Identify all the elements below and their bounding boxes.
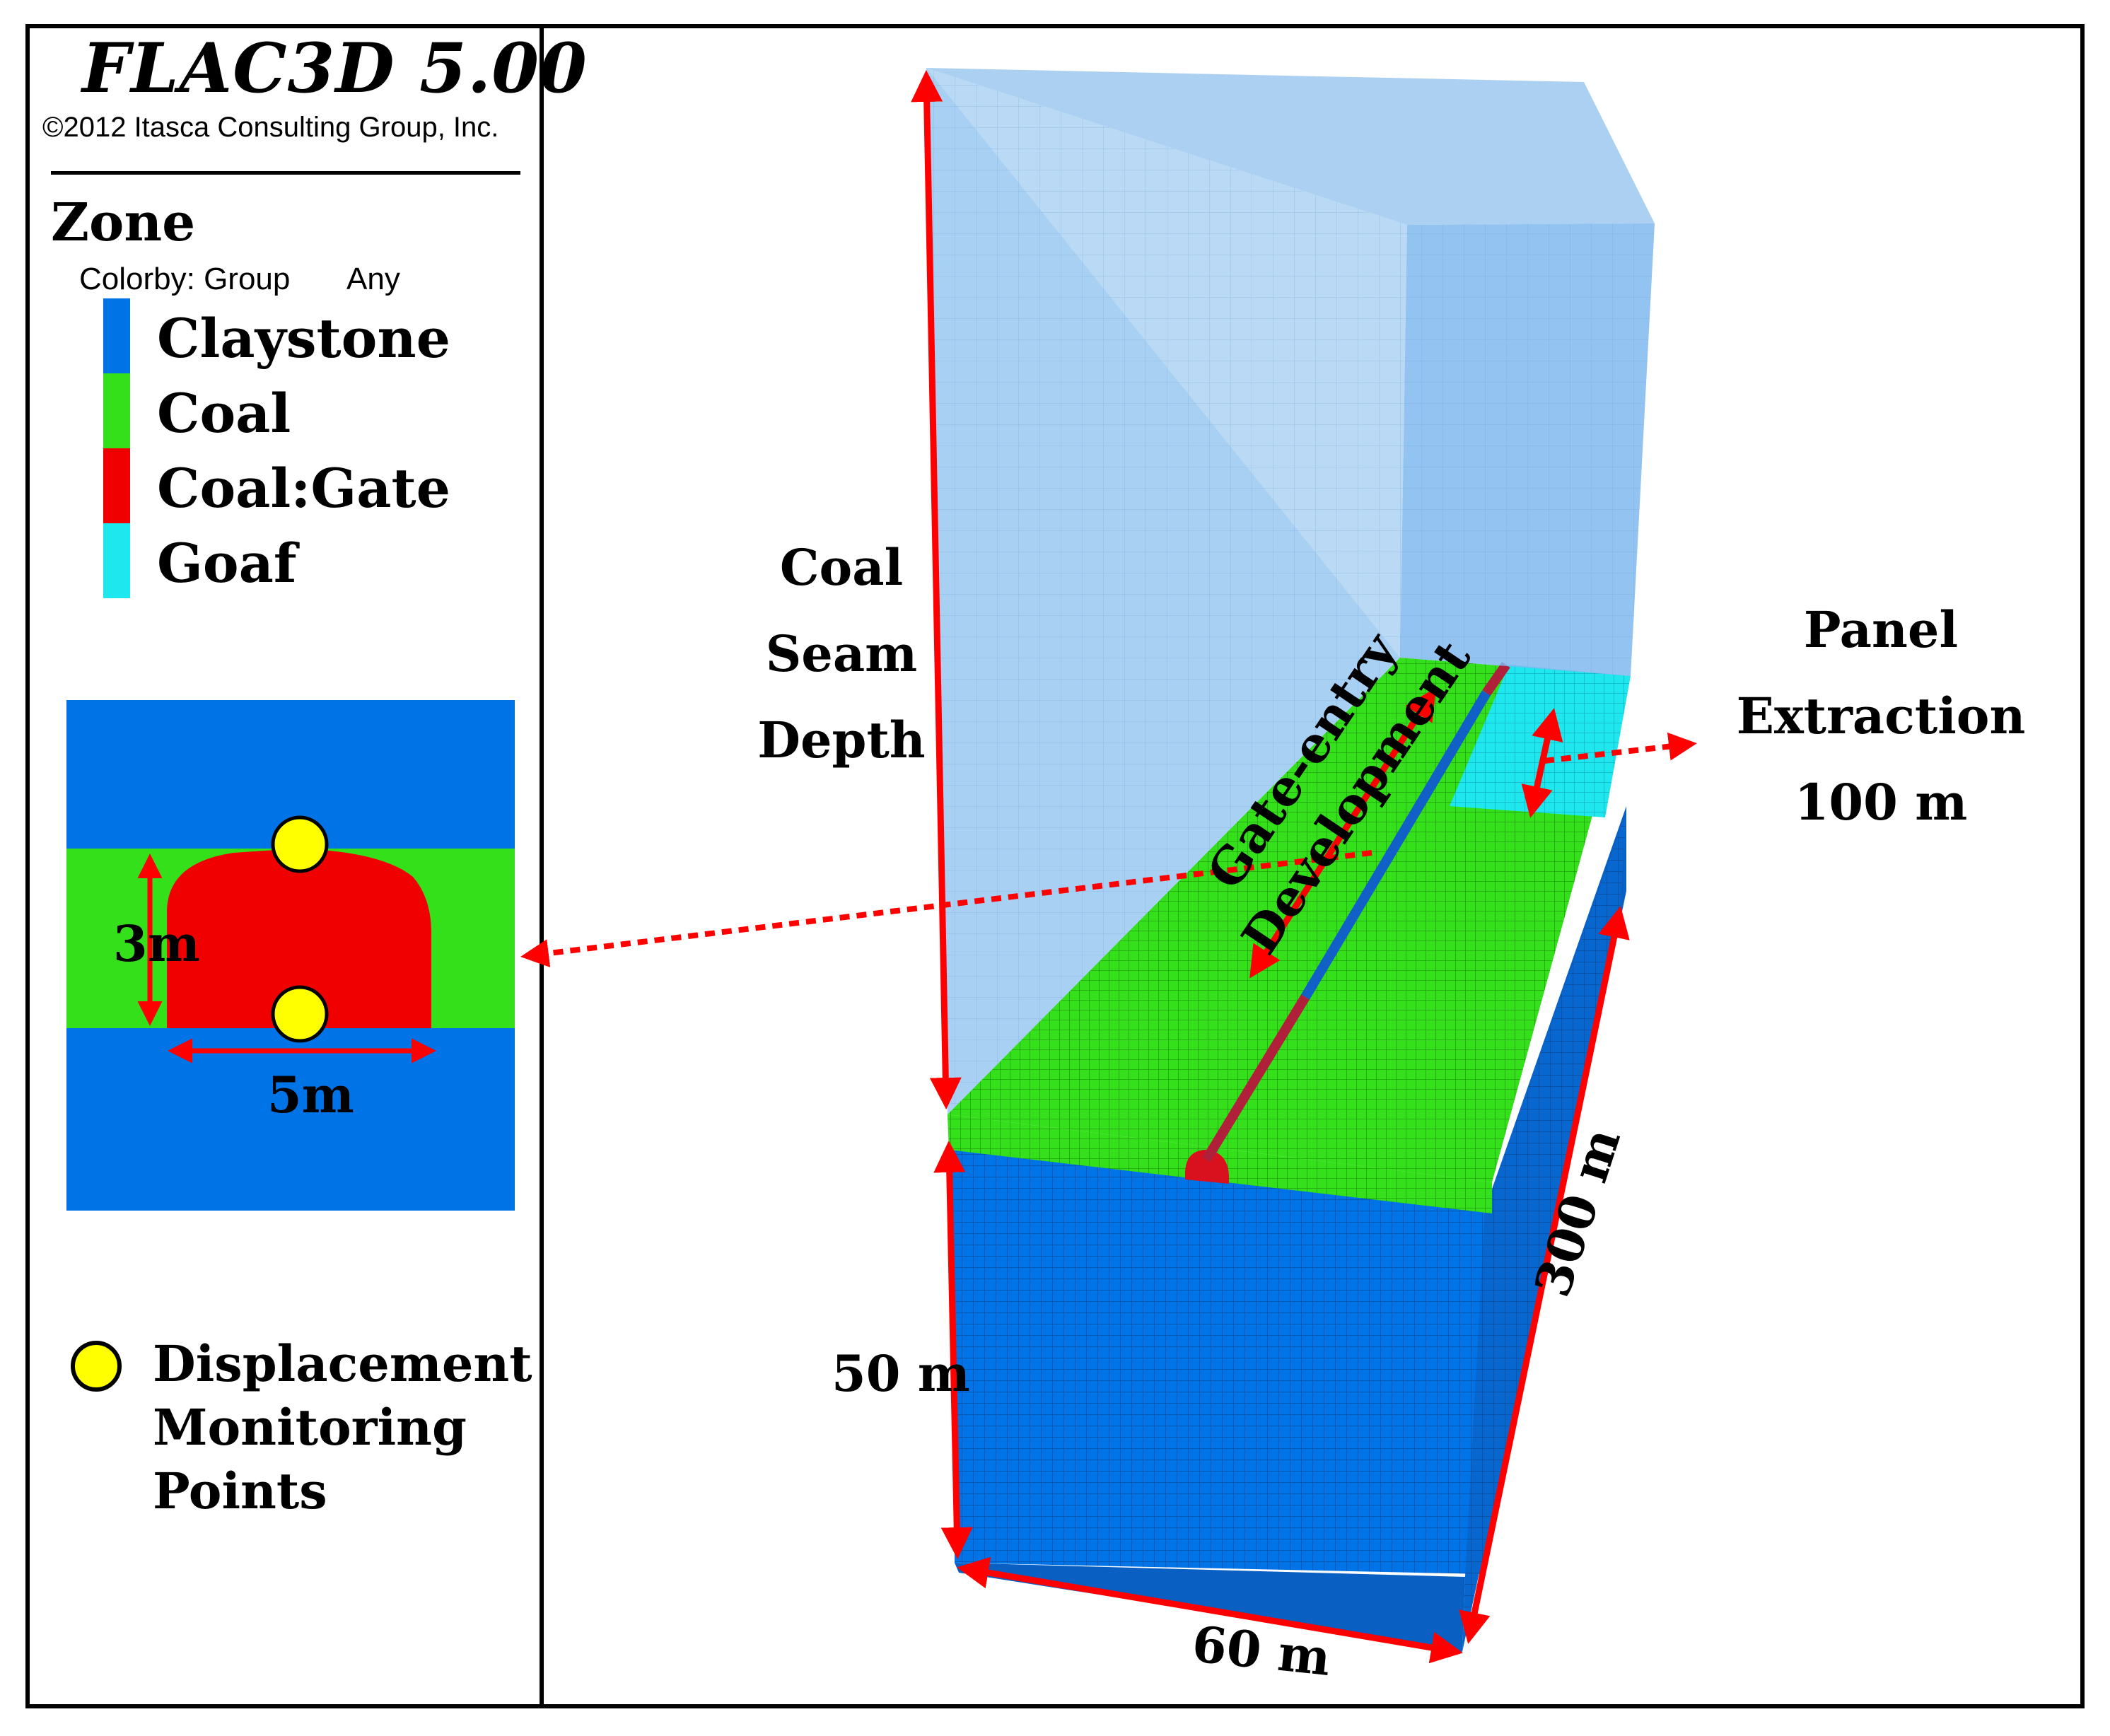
monitor-point-floor bbox=[271, 985, 329, 1043]
legend-label-coal: Coal bbox=[157, 382, 291, 445]
monitor-legend-line-2: Monitoring bbox=[153, 1398, 467, 1457]
panel-callout-arrow bbox=[1544, 732, 1697, 764]
width-60-label: 60 m bbox=[1189, 1614, 1334, 1688]
inset-width-label: 5m bbox=[267, 1066, 354, 1124]
inset-height-label: 3m bbox=[113, 914, 200, 973]
floor-front-mesh bbox=[952, 1141, 1485, 1574]
legend-swatch-coal-gate bbox=[103, 448, 130, 523]
overburden-top-face bbox=[926, 68, 1655, 225]
figure-frame bbox=[25, 24, 2085, 1708]
panel-line-3: 100 m bbox=[1794, 773, 1968, 832]
panel-line-2: Extraction bbox=[1736, 687, 2026, 745]
gate-cross-section-inset bbox=[66, 700, 515, 1211]
inset-gate-roadway bbox=[167, 849, 431, 1028]
legend-label-coal-gate: Coal:Gate bbox=[157, 457, 450, 520]
header-rule bbox=[51, 171, 520, 175]
copyright-text: ©2012 Itasca Consulting Group, Inc. bbox=[42, 112, 499, 143]
app-title: FLAC3D 5.00 bbox=[82, 28, 588, 108]
legend-label-claystone: Claystone bbox=[157, 307, 450, 370]
panel-extraction-arrow bbox=[1521, 708, 1563, 818]
seam-depth-line-2: Seam bbox=[765, 624, 918, 683]
gate-entry-undeveloped bbox=[1202, 994, 1310, 1163]
seam-depth-label: Coal Seam Depth bbox=[750, 525, 933, 783]
seam-depth-arrow bbox=[911, 70, 962, 1109]
legend-swatch-coal bbox=[103, 373, 130, 448]
legend-label-goaf: Goaf bbox=[157, 532, 297, 595]
legend-heading: Zone bbox=[51, 192, 196, 253]
colorby-value: Any bbox=[346, 262, 400, 296]
inset-callout-arrow bbox=[520, 850, 1372, 967]
panel-extraction-label: Panel Extraction 100 m bbox=[1725, 587, 2036, 846]
monitor-legend-line-1: Displacement bbox=[153, 1334, 532, 1393]
monitor-legend-line-3: Points bbox=[153, 1462, 327, 1520]
gate-entry-undeveloped-far bbox=[1482, 661, 1510, 697]
panel-line-1: Panel bbox=[1803, 600, 1959, 659]
gate-front-section bbox=[1185, 1150, 1229, 1184]
seam-depth-line-3: Depth bbox=[757, 711, 926, 769]
length-300-arrow bbox=[1459, 906, 1630, 1644]
legend-swatch-claystone bbox=[103, 298, 130, 373]
panel-divider bbox=[540, 24, 544, 1708]
depth-50-arrow bbox=[933, 1141, 973, 1559]
colorby-label: Colorby: Group bbox=[79, 262, 291, 296]
gate-entry-arrow bbox=[1249, 687, 1436, 979]
monitor-point-legend-text: Displacement Monitoring Points bbox=[153, 1332, 532, 1523]
monitor-point-legend-icon bbox=[71, 1341, 122, 1392]
seam-depth-line-1: Coal bbox=[779, 538, 904, 597]
depth-50-label: 50 m bbox=[832, 1344, 970, 1403]
width-60-arrow bbox=[957, 1556, 1463, 1664]
monitor-point-roof bbox=[271, 815, 329, 873]
legend-swatch-goaf bbox=[103, 523, 130, 598]
